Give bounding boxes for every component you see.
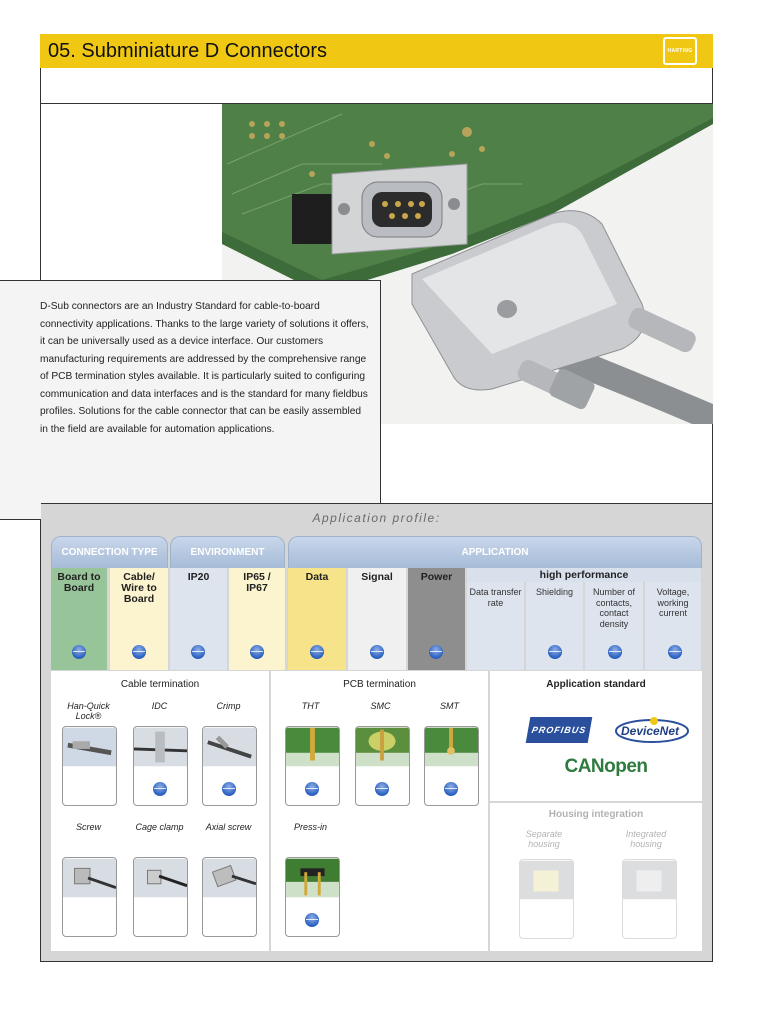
column-label: Power bbox=[420, 571, 453, 583]
item-label: Han-Quick Lock® bbox=[67, 701, 110, 721]
column-label: Signal bbox=[361, 571, 393, 583]
column-label: IP20 bbox=[187, 571, 210, 583]
item-label: Screw bbox=[75, 822, 101, 832]
column-data-transfer-rate: Data transfer rate bbox=[467, 582, 524, 670]
harting-logo: HARTING bbox=[663, 37, 697, 65]
intro-textbox: D-Sub connectors are an Industry Standar… bbox=[0, 280, 381, 520]
logo-text: CANopen bbox=[564, 756, 648, 777]
pcb-termination-title: PCB termination bbox=[343, 679, 416, 690]
column-label: IP65 / IP67 bbox=[243, 571, 271, 594]
cable-termination-panel: Cable termination Han-Quick Lock® IDC Cr… bbox=[51, 671, 269, 951]
pcb-termination-panel: PCB termination THT SMC SMT Press-in bbox=[271, 671, 488, 951]
thumb-separate-housing bbox=[519, 859, 574, 939]
item-label: Crimp bbox=[216, 701, 241, 711]
divider-line bbox=[40, 103, 713, 104]
column-label: Cable/ Wire to Board bbox=[121, 571, 157, 605]
product-photo bbox=[222, 104, 713, 424]
marker-dot bbox=[429, 645, 443, 659]
item-label: SMT bbox=[440, 701, 459, 711]
marker-dot bbox=[608, 645, 622, 659]
thumb-han-quick-lock bbox=[62, 726, 117, 806]
thumb-axial-screw bbox=[202, 857, 257, 937]
application-standard-panel: Application standard PROFIBUS DeviceNet … bbox=[490, 671, 702, 801]
marker-dot bbox=[72, 645, 86, 659]
application-profile: Application profile: CONNECTION TYPE ENV… bbox=[41, 503, 712, 961]
canopen-logo: CANopen bbox=[556, 755, 656, 779]
devicenet-logo: DeviceNet bbox=[610, 717, 690, 745]
thumb-crimp bbox=[202, 726, 257, 806]
page-title: 05. Subminiature D Connectors bbox=[48, 39, 328, 62]
marker-dot bbox=[375, 782, 389, 796]
item-label: Cage clamp bbox=[135, 822, 184, 832]
housing-integration-panel: Housing integration Separate housing Int… bbox=[490, 803, 702, 951]
marker-dot bbox=[153, 782, 167, 796]
item-label: IDC bbox=[151, 701, 168, 711]
marker-dot bbox=[310, 645, 324, 659]
item-label: Axial screw bbox=[205, 822, 252, 832]
marker-dot bbox=[222, 782, 236, 796]
tab-application: APPLICATION bbox=[288, 536, 702, 568]
thumb-press-in bbox=[285, 857, 340, 937]
thumb-cage-clamp bbox=[133, 857, 188, 937]
marker-dot bbox=[370, 645, 384, 659]
item-label: Press-in bbox=[293, 822, 327, 832]
column-label: Data bbox=[305, 571, 329, 583]
intro-text: D-Sub connectors are an Industry Standar… bbox=[40, 301, 369, 435]
marker-dot bbox=[305, 913, 319, 927]
thumb-idc bbox=[133, 726, 188, 806]
column-label: Number of contacts, contact density bbox=[592, 587, 636, 629]
column-voltage-current: Voltage, working current bbox=[645, 582, 701, 670]
application-standard-title: Application standard bbox=[546, 679, 646, 690]
high-performance-header: high performance bbox=[467, 568, 701, 582]
tab-environment: ENVIRONMENT bbox=[170, 536, 285, 568]
logo-text: DeviceNet bbox=[620, 724, 680, 738]
item-label: Integrated housing bbox=[625, 829, 667, 849]
marker-dot bbox=[191, 645, 205, 659]
marker-dot bbox=[132, 645, 146, 659]
item-label: Separate housing bbox=[525, 829, 563, 849]
item-label: SMC bbox=[370, 701, 391, 711]
thumb-smt bbox=[424, 726, 479, 806]
tab-connection-type: CONNECTION TYPE bbox=[51, 536, 168, 568]
thumb-tht bbox=[285, 726, 340, 806]
logo-text: PROFIBUS bbox=[530, 725, 588, 735]
profile-title: Application profile: bbox=[312, 511, 441, 525]
profibus-logo: PROFIBUS bbox=[525, 717, 593, 743]
housing-integration-title: Housing integration bbox=[548, 809, 644, 820]
logo-text: HARTING bbox=[667, 48, 693, 54]
marker-dot bbox=[548, 645, 562, 659]
column-label: Board to Board bbox=[57, 571, 101, 594]
item-label: THT bbox=[301, 701, 320, 711]
thumb-smc bbox=[355, 726, 410, 806]
title-bar: 05. Subminiature D Connectors HARTING bbox=[40, 34, 713, 68]
thumb-screw bbox=[62, 857, 117, 937]
column-label: Voltage, working current bbox=[656, 587, 690, 618]
column-label: Data transfer rate bbox=[469, 587, 522, 608]
marker-dot bbox=[250, 645, 264, 659]
column-label: Shielding bbox=[535, 587, 574, 597]
marker-dot bbox=[444, 782, 458, 796]
cable-termination-title: Cable termination bbox=[120, 679, 200, 690]
marker-dot bbox=[668, 645, 682, 659]
thumb-integrated-housing bbox=[622, 859, 677, 939]
marker-dot bbox=[305, 782, 319, 796]
